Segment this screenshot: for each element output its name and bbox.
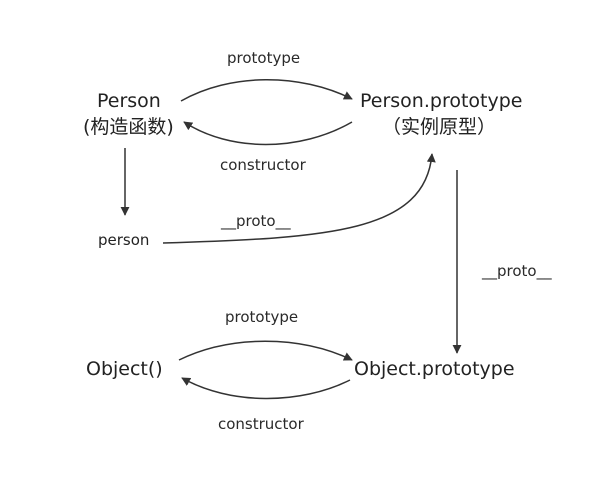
edge-object-constructor — [181, 377, 351, 400]
edge-label-person-proto: __proto__ — [221, 212, 291, 230]
edge-label-person-constructor: constructor — [220, 156, 306, 174]
edge-person-prototype — [180, 79, 353, 102]
edge-person-proto — [162, 153, 436, 244]
node-person-prototype-subtitle: （实例原型） — [382, 116, 497, 138]
node-person-constructor-subtitle: (构造函数) — [83, 116, 174, 138]
node-object-constructor: Object() — [86, 358, 163, 380]
edge-label-object-constructor: constructor — [218, 415, 304, 433]
node-person-instance: person — [98, 231, 150, 249]
edge-label-person-prototype: prototype — [227, 49, 301, 67]
node-person-constructor-name: Person — [97, 90, 161, 112]
edge-label-person-prototype-proto: __proto__ — [482, 262, 552, 280]
edge-label-object-prototype: prototype — [225, 308, 299, 326]
edge-object-prototype — [178, 340, 353, 361]
node-person-prototype-name: Person.prototype — [360, 90, 523, 112]
node-object-prototype: Object.prototype — [354, 358, 515, 380]
edge-person-constructor — [183, 121, 353, 146]
